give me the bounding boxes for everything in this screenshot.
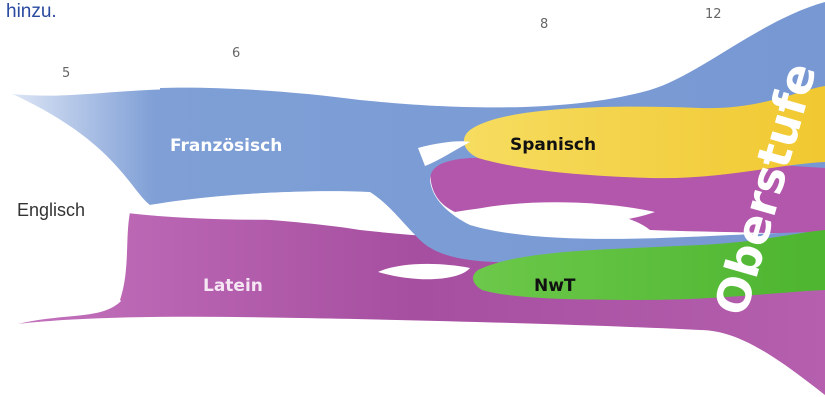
label-englisch: Englisch [17, 200, 85, 220]
label-spanisch: Spanisch [510, 135, 596, 155]
grade-label-12: 12 [705, 7, 722, 22]
middle-gap [462, 202, 655, 225]
bottom-outline [7, 298, 122, 327]
label-franzoesisch: Französisch [170, 136, 282, 156]
intro-text: hinzu. [6, 1, 57, 22]
nwt-split-gap [378, 263, 470, 280]
english-split-gap [118, 191, 374, 220]
top-outline [7, 86, 161, 96]
grade-label-5: 5 [62, 66, 70, 81]
grade-label-6: 6 [232, 46, 240, 61]
grade-label-8: 8 [540, 17, 548, 32]
spanisch-split-gap [418, 141, 470, 166]
label-nwt: NwT [534, 276, 576, 296]
spanisch-stream [463, 86, 825, 179]
nwt-stream [473, 230, 825, 300]
franzoesisch-stream [8, 2, 825, 263]
label-latein: Latein [203, 276, 263, 296]
